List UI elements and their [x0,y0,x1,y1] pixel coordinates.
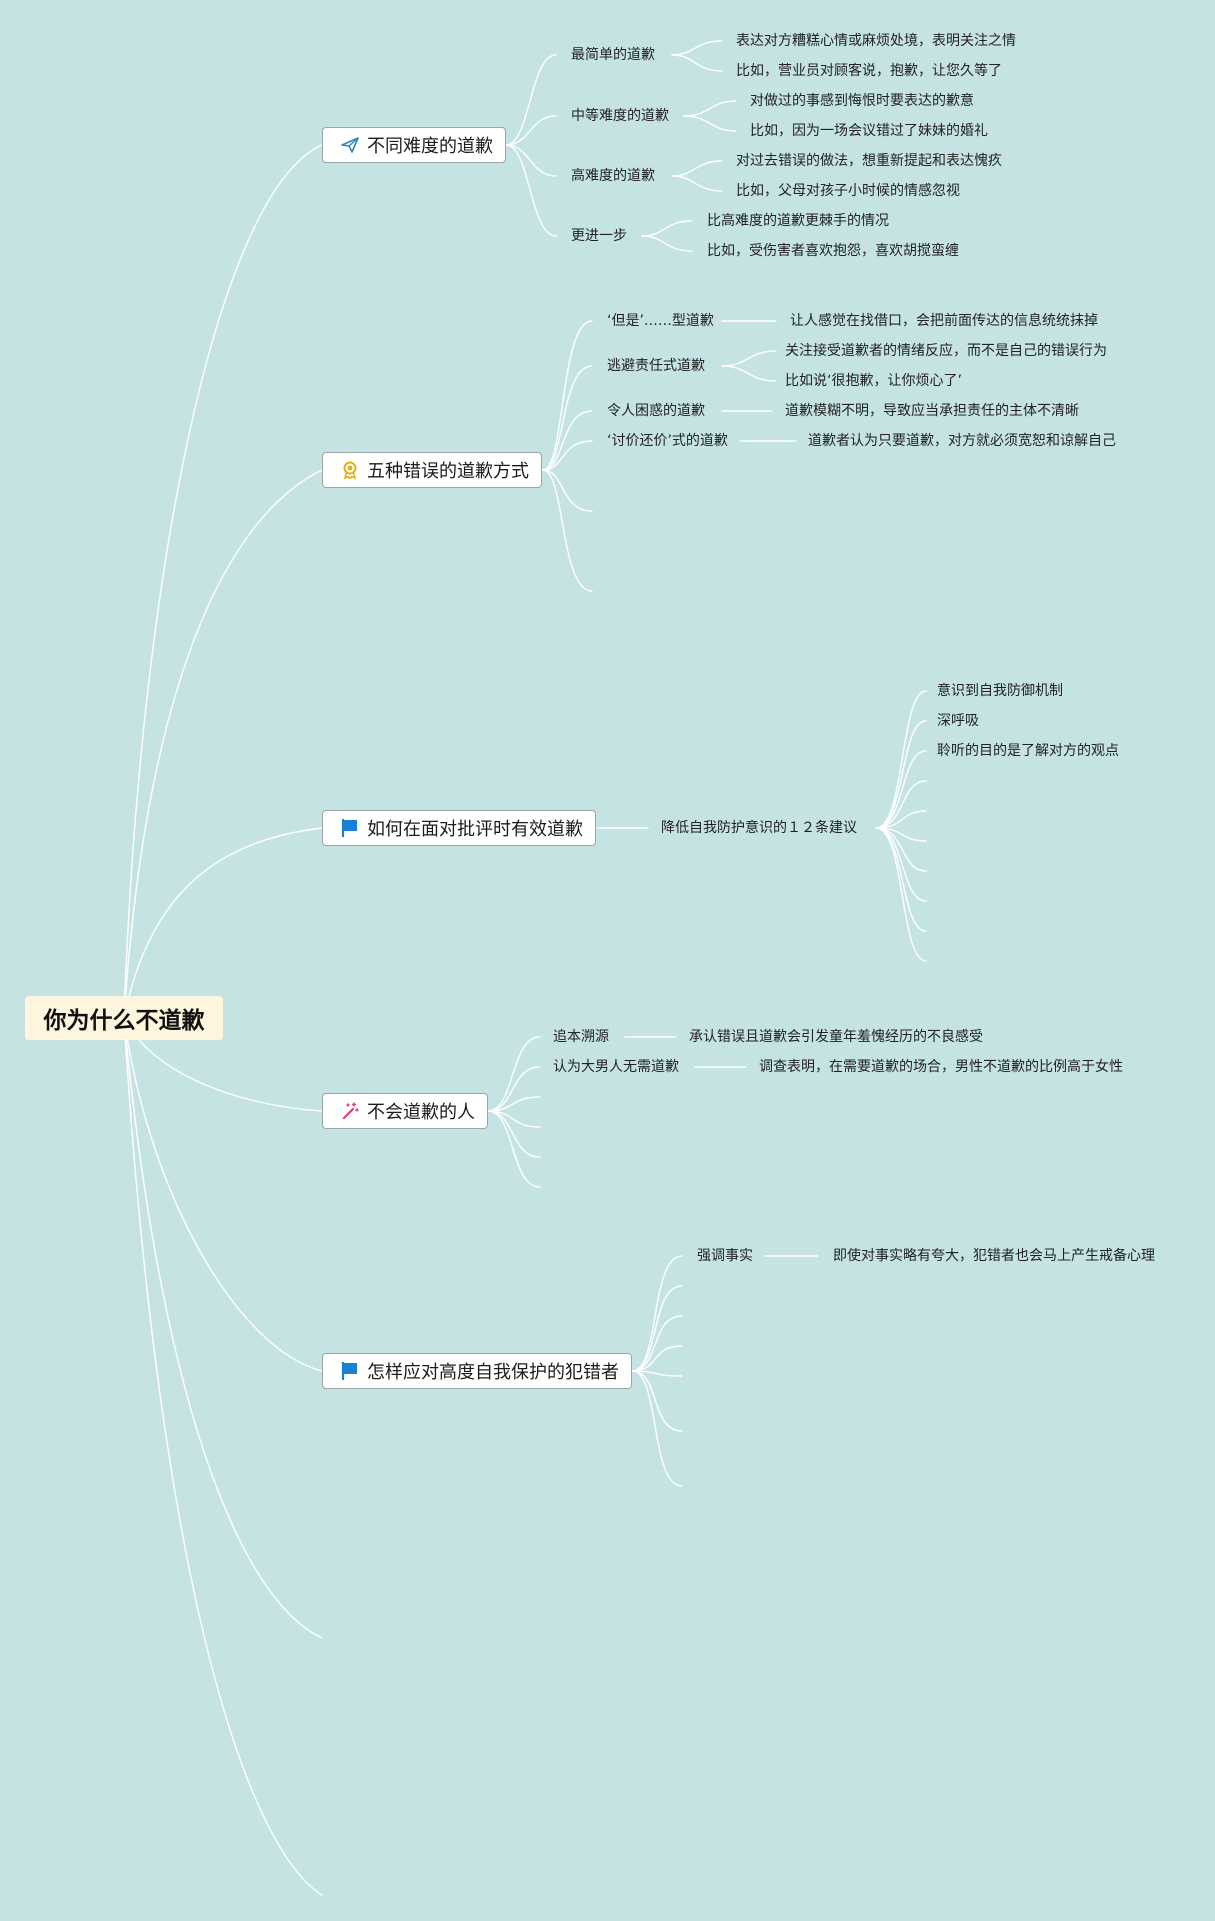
branch-criticism-apology[interactable]: 如何在面对批评时有效道歉 [322,810,596,846]
branch-title: 如何在面对批评时有效道歉 [367,819,583,840]
detail[interactable]: 比如，受伤害者喜欢抱怨，喜欢胡搅蛮缠 [707,243,959,259]
detail[interactable]: 关注接受道歉者的情绪反应，而不是自己的错误行为 [785,343,1107,359]
detail[interactable]: 即使对事实略有夸大，犯错者也会马上产生戒备心理 [833,1248,1155,1264]
branch-defensive-offenders[interactable]: 怎样应对高度自我保护的犯错者 [322,1353,632,1389]
branch-title: 五种错误的道歉方式 [367,461,529,482]
subtopic[interactable]: 降低自我防护意识的１２条建议 [661,820,857,836]
detail[interactable]: 深呼吸 [937,713,979,729]
detail[interactable]: 比高难度的道歉更棘手的情况 [707,213,889,229]
subtopic[interactable]: 中等难度的道歉 [571,108,669,124]
branch-wrong-apologies[interactable]: 五种错误的道歉方式 [322,452,542,488]
branch-title: 不同难度的道歉 [367,136,493,157]
detail[interactable]: 对过去错误的做法，想重新提起和表达愧疚 [736,153,1002,169]
subtopic[interactable]: ‘但是’……型道歉 [607,313,714,329]
detail[interactable]: 承认错误且道歉会引发童年羞愧经历的不良感受 [689,1029,983,1045]
subtopic[interactable]: 最简单的道歉 [571,47,655,63]
detail[interactable]: 比如，因为一场会议错过了妹妹的婚礼 [750,123,988,139]
blue-flag-icon [339,817,361,839]
subtopic[interactable]: 高难度的道歉 [571,168,655,184]
detail[interactable]: 调查表明，在需要道歉的场合，男性不道歉的比例高于女性 [759,1059,1123,1075]
detail[interactable]: 道歉模糊不明，导致应当承担责任的主体不清晰 [785,403,1079,419]
detail[interactable]: 比如，营业员对顾客说，抱歉，让您久等了 [736,63,1002,79]
detail[interactable]: 表达对方糟糕心情或麻烦处境，表明关注之情 [736,33,1016,49]
subtopic[interactable]: 认为大男人无需道歉 [553,1059,679,1075]
detail[interactable]: 意识到自我防御机制 [937,683,1063,699]
subtopic[interactable]: 追本溯源 [553,1029,609,1045]
subtopic[interactable]: 逃避责任式道歉 [607,358,705,374]
branch-different-difficulty[interactable]: 不同难度的道歉 [322,127,506,163]
root-topic[interactable]: 你为什么不道歉 [25,996,223,1040]
blue-flag-icon [339,1360,361,1382]
detail[interactable]: 道歉者认为只要道歉，对方就必须宽恕和谅解自己 [808,433,1116,449]
magic-wand-icon [339,1100,361,1122]
detail[interactable]: 比如，父母对孩子小时候的情感忽视 [736,183,960,199]
branch-non-apologizers[interactable]: 不会道歉的人 [322,1093,488,1129]
detail[interactable]: 让人感觉在找借口，会把前面传达的信息统统抹掉 [790,313,1098,329]
detail[interactable]: 比如说‘很抱歉，让你烦心了’ [785,373,962,389]
detail[interactable]: 聆听的目的是了解对方的观点 [937,743,1119,759]
subtopic[interactable]: ‘讨价还价’式的道歉 [607,433,728,449]
subtopic[interactable]: 强调事实 [697,1248,753,1264]
branch-title: 怎样应对高度自我保护的犯错者 [367,1362,619,1383]
award-ribbon-icon [339,459,361,481]
paper-plane-icon [339,134,361,156]
subtopic[interactable]: 令人困惑的道歉 [607,403,705,419]
detail[interactable]: 对做过的事感到悔恨时要表达的歉意 [750,93,974,109]
subtopic[interactable]: 更进一步 [571,228,627,244]
branch-title: 不会道歉的人 [367,1102,475,1123]
